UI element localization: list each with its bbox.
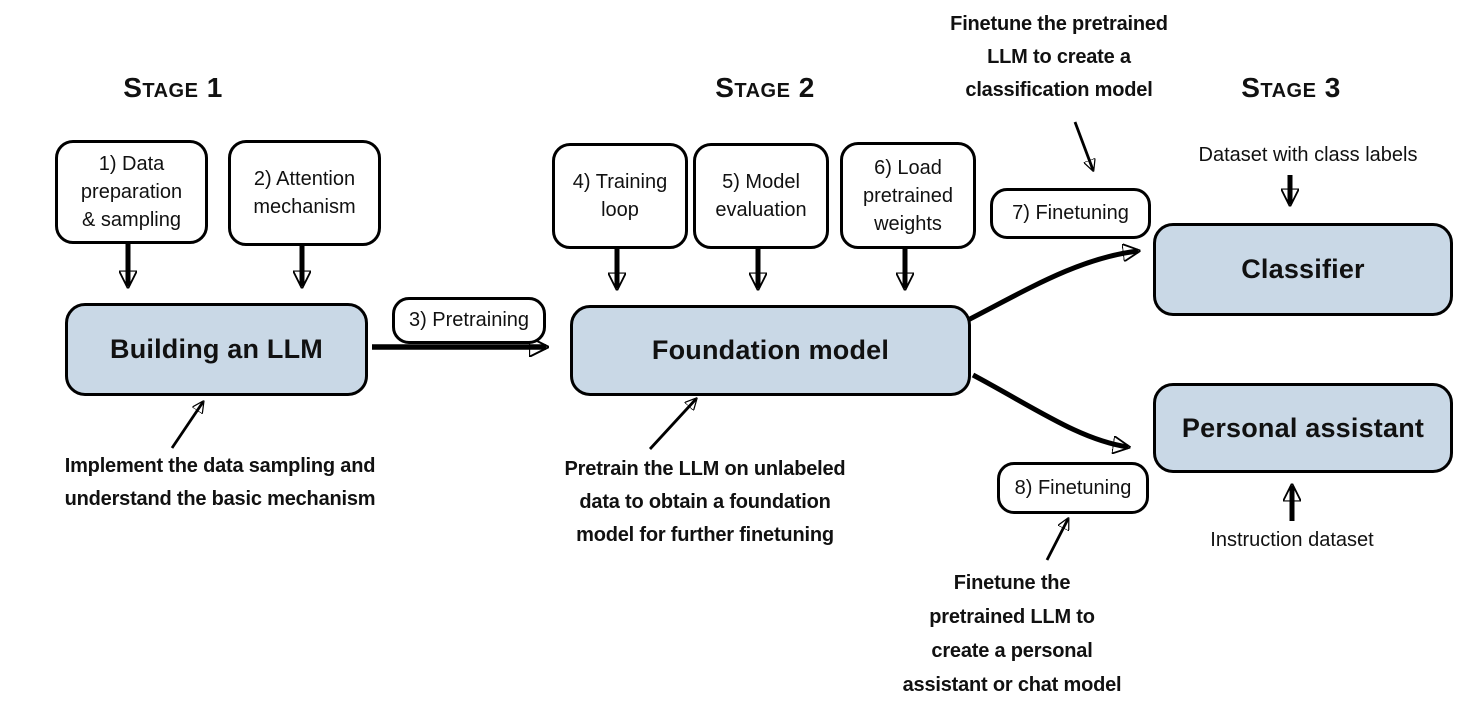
note-assistant-finetune: Finetune the pretrained LLM to create a … — [902, 572, 1122, 696]
arrow-foundation-to-classifier — [966, 251, 1138, 323]
stage1-title: Stage 1 — [123, 72, 223, 103]
stage2-title: Stage 2 — [715, 72, 815, 103]
step-box-attention-mechanism: 2) Attention mechanism — [228, 140, 381, 246]
label-dataset-with-class-labels: Dataset with class labels — [1198, 144, 1418, 166]
note-classifier-finetune: Finetune the pretrained LLM to create a … — [950, 13, 1168, 101]
node-classifier: Classifier — [1153, 223, 1453, 316]
pill-finetuning-7: 7) Finetuning — [990, 188, 1151, 239]
arrow-note-to-building — [170, 402, 203, 449]
step-box-model-evaluation: 5) Model evaluation — [693, 143, 829, 249]
node-personal-assistant: Personal assistant — [1153, 383, 1453, 473]
step-box-load-pretrained-weights: 6) Load pretrained weights — [840, 142, 976, 249]
note-stage2: Pretrain the LLM on unlabeled data to ob… — [564, 458, 846, 546]
arrow-note-to-finetuning8 — [1045, 519, 1068, 561]
stage3-title: Stage 3 — [1241, 72, 1341, 103]
arrow-note-to-foundation — [648, 399, 696, 450]
node-foundation-model: Foundation model — [570, 305, 971, 396]
arrow-foundation-to-assistant — [971, 372, 1128, 447]
pill-pretraining: 3) Pretraining — [392, 297, 546, 344]
node-building-llm: Building an LLM — [65, 303, 368, 396]
note-stage1: Implement the data sampling and understa… — [64, 455, 376, 510]
step-box-data-preparation: 1) Data preparation & sampling — [55, 140, 208, 244]
label-instruction-dataset: Instruction dataset — [1210, 529, 1374, 551]
step-box-training-loop: 4) Training loop — [552, 143, 688, 249]
pill-finetuning-8: 8) Finetuning — [997, 462, 1149, 514]
arrow-note-to-finetuning7 — [1073, 121, 1093, 170]
